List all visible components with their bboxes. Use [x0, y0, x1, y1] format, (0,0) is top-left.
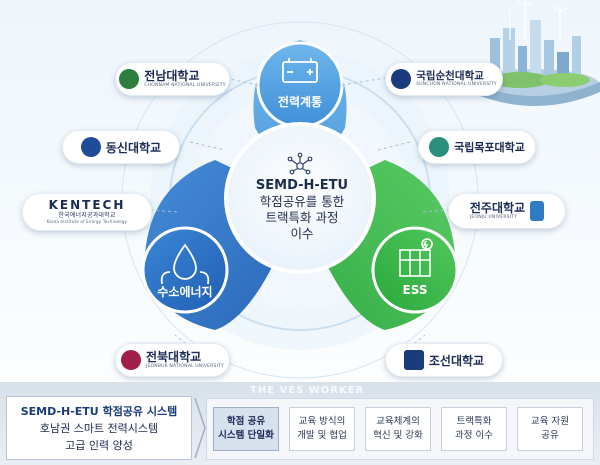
university-subtitle: JEONJU UNIVERSITY: [469, 215, 518, 221]
step-line-2: 혁신 및 강화: [373, 430, 423, 441]
step-line-1: 교육 자원: [531, 416, 569, 427]
university-sunchon: 국립순천대학교 SUNCHON NATIONAL UNIVERSITY: [385, 62, 503, 96]
chonnam-logo-icon: [119, 69, 140, 89]
step-line-2: 과정 이수: [455, 430, 493, 441]
summary-box: SEMD-H-ETU 학점공유 시스템 호남권 스마트 전력시스템 고급 인력 …: [6, 396, 192, 460]
university-kentech: KENTECH 한국에너지공과대학교 Korea Institute of En…: [22, 193, 152, 231]
university-subtitle-en: Korea Institute of Energy Technology: [46, 219, 128, 225]
chosun-logo-icon: [403, 350, 424, 370]
university-jeonbuk: 전북대학교 JEONBUK NATIONAL UNIVERSITY: [115, 343, 230, 377]
node-top-label: 전력계통: [277, 95, 323, 109]
node-right-circle: [371, 226, 459, 314]
university-name: 국립목포대학교: [454, 141, 525, 154]
university-subtitle: 한국에너지공과대학교: [58, 212, 116, 220]
step-2: 교육 방식의 개발 및 협업: [289, 407, 355, 451]
center-text: SEMD-H-ETU 학점공유를 통한 트랙특화 과정 이수: [240, 178, 364, 241]
summary-line-1: SEMD-H-ETU 학점공유 시스템: [20, 405, 178, 418]
step-line-2: 공유: [541, 430, 559, 441]
chevron-right-icon: [194, 397, 206, 459]
node-right-label: ESS: [402, 283, 428, 297]
node-left-circle: [141, 226, 229, 314]
university-name: 동신대학교: [105, 140, 162, 155]
dongshin-logo-icon: [80, 137, 101, 157]
university-mokpo: 국립목포대학교: [418, 130, 536, 164]
hydrogen-drop-icon: [160, 243, 210, 285]
center-title: SEMD-H-ETU: [255, 178, 349, 193]
network-icon: [287, 152, 313, 175]
university-name: KENTECH: [48, 198, 126, 213]
summary-line-2: 호남권 스마트 전력시스템: [39, 422, 159, 435]
university-subtitle: JEONBUK NATIONAL UNIVERSITY: [145, 364, 225, 370]
step-line-1: 교육체계의: [376, 416, 420, 427]
university-chonnam: 전남대학교 CHONNAM NATIONAL UNIVERSITY: [115, 62, 230, 96]
step-line-1: 트랙특화: [456, 416, 492, 427]
university-subtitle: CHONNAM NATIONAL UNIVERSITY: [144, 83, 226, 89]
step-line-2: 개발 및 협업: [297, 430, 347, 441]
center-line-3: 트랙특화 과정: [265, 209, 339, 225]
summary-line-3: 고급 인력 양성: [65, 439, 133, 452]
step-line-2: 시스템 단일화: [218, 430, 274, 441]
step-5: 교육 자원 공유: [517, 407, 583, 451]
university-name: 전남대학교: [144, 68, 200, 83]
battery-icon: [282, 58, 318, 83]
step-3: 교육체계의 혁신 및 강화: [365, 407, 431, 451]
university-subtitle: SUNCHON NATIONAL UNIVERSITY: [416, 82, 497, 88]
node-left-label: 수소에너지: [157, 285, 213, 299]
center-line-2: 학점공유를 통한: [259, 194, 345, 210]
ess-storage-icon: [399, 238, 433, 277]
connector-lines: [149, 77, 451, 356]
university-name: 전주대학교: [469, 200, 526, 215]
step-line-1: 교육 방식의: [298, 416, 346, 427]
step-4: 트랙특화 과정 이수: [441, 407, 507, 451]
step-1: 학점 공유 시스템 단일화: [213, 407, 279, 451]
university-name: 국립순천대학교: [416, 70, 484, 83]
university-chosun: 조선대학교: [385, 343, 503, 377]
diagram-graphic: [121, 0, 600, 379]
jeonbuk-logo-icon: [120, 350, 141, 370]
university-jeonju: 전주대학교 JEONJU UNIVERSITY: [448, 193, 566, 229]
sunchon-logo-icon: [391, 69, 412, 89]
step-line-1: 학점 공유: [226, 416, 266, 427]
university-name: 전북대학교: [145, 349, 202, 364]
university-dongshin: 동신대학교: [62, 130, 180, 164]
watermark: THE VES WORKER: [250, 385, 365, 396]
node-top-circle: [256, 41, 344, 129]
mokpo-logo-icon: [429, 137, 450, 157]
center-disc: [224, 122, 376, 274]
center-line-4: 이수: [290, 225, 314, 241]
jeonju-logo-icon: [530, 201, 545, 221]
university-name: 조선대학교: [428, 353, 485, 368]
